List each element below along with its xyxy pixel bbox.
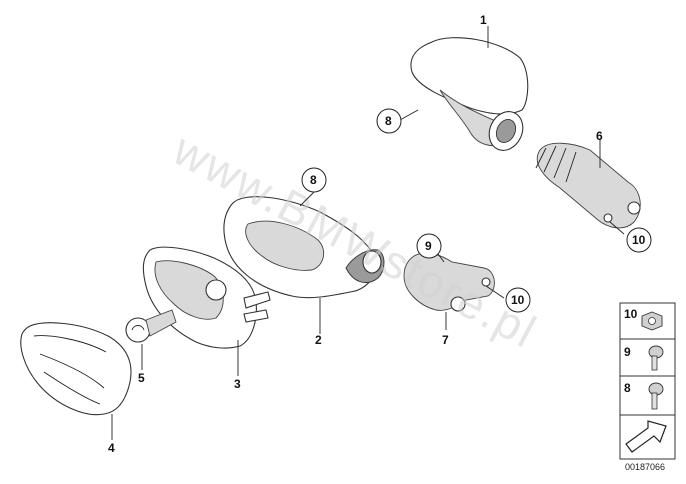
part-4-lens[interactable] [20, 322, 132, 416]
callout-1: 1 [480, 13, 487, 27]
svg-text:8: 8 [385, 114, 392, 128]
part-2-lamp-housing[interactable] [223, 196, 385, 299]
callout-4: 4 [108, 441, 115, 455]
svg-text:10: 10 [632, 233, 646, 247]
part-1-housing[interactable] [410, 37, 529, 156]
svg-text:9: 9 [425, 239, 432, 253]
svg-text:8: 8 [310, 173, 317, 187]
part-7-bracket[interactable] [403, 252, 495, 312]
arrow-icon [625, 420, 667, 453]
diagram-number: 00187066 [625, 462, 665, 472]
callout-2: 2 [315, 333, 322, 347]
callout-9: 9 [416, 233, 442, 259]
callout-8-mid: 8 [301, 167, 327, 193]
callout-10-bracket: 10 [505, 287, 531, 313]
screw-icon [648, 382, 664, 410]
fastener-legend: 10 9 8 [619, 302, 676, 460]
callout-3: 3 [234, 377, 241, 391]
screw-icon [648, 345, 664, 371]
callout-6: 6 [596, 129, 603, 143]
legend-label-8: 8 [624, 381, 631, 395]
svg-text:10: 10 [511, 293, 525, 307]
part-5-bulb[interactable] [125, 309, 177, 343]
hex-nut-icon [641, 311, 663, 331]
callout-10-right: 10 [626, 227, 652, 253]
callout-8-top: 8 [376, 108, 402, 134]
callout-7: 7 [442, 333, 449, 347]
leader-lines [111, 26, 625, 440]
legend-label-10: 10 [624, 307, 638, 321]
callout-5: 5 [138, 371, 145, 385]
legend-label-9: 9 [624, 345, 631, 359]
part-6-stem[interactable] [535, 142, 641, 229]
